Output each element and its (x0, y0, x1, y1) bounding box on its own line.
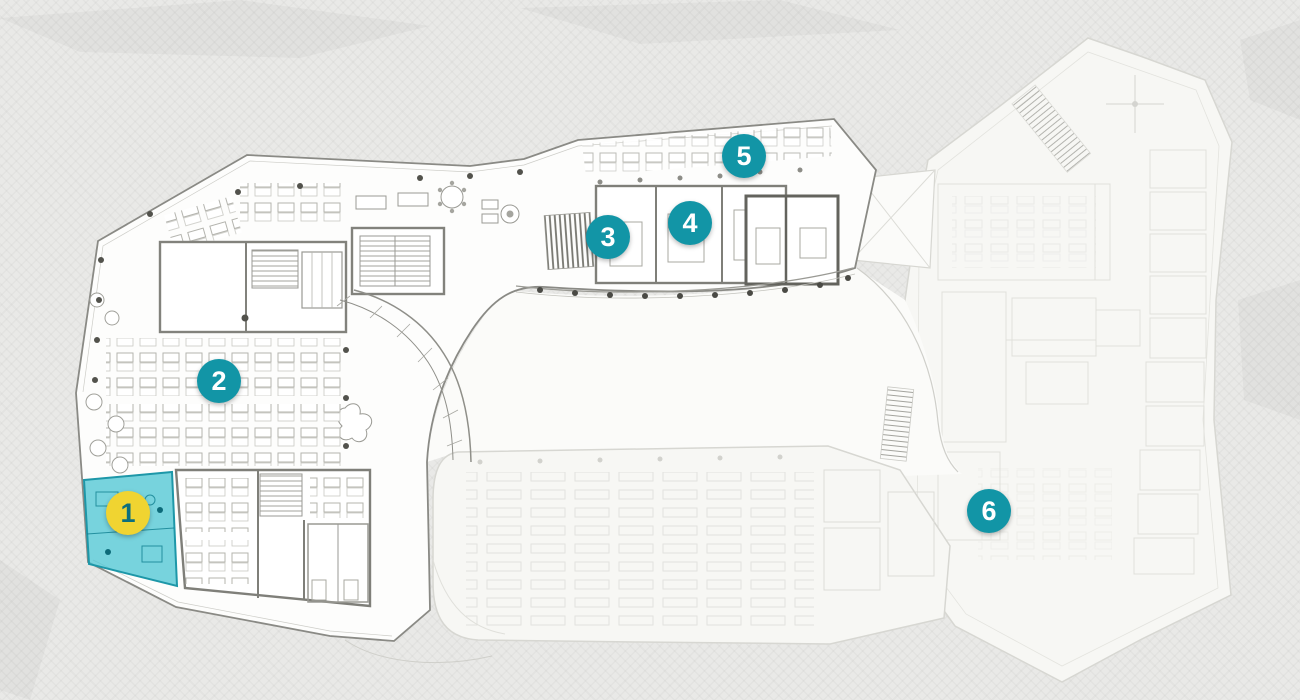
marker-number: 3 (600, 221, 616, 252)
floor-marker-2[interactable]: 2 (197, 359, 241, 403)
building-lower-wing (432, 445, 951, 645)
marker-number: 4 (682, 207, 698, 238)
floor-marker-3[interactable]: 3 (586, 215, 630, 259)
floor-marker-4[interactable]: 4 (668, 201, 712, 245)
atrium-floor (427, 268, 962, 476)
marker-number: 6 (981, 495, 997, 526)
floor-marker-5[interactable]: 5 (722, 134, 766, 178)
marker-number: 5 (736, 140, 752, 171)
marker-number: 2 (211, 365, 227, 396)
marker-number: 1 (120, 497, 136, 528)
floor-marker-6[interactable]: 6 (967, 489, 1011, 533)
entrance-canopy (344, 639, 493, 664)
building-connector (851, 169, 936, 269)
atrium-edge (856, 267, 959, 473)
floor-marker-1[interactable]: 1 (106, 491, 150, 535)
